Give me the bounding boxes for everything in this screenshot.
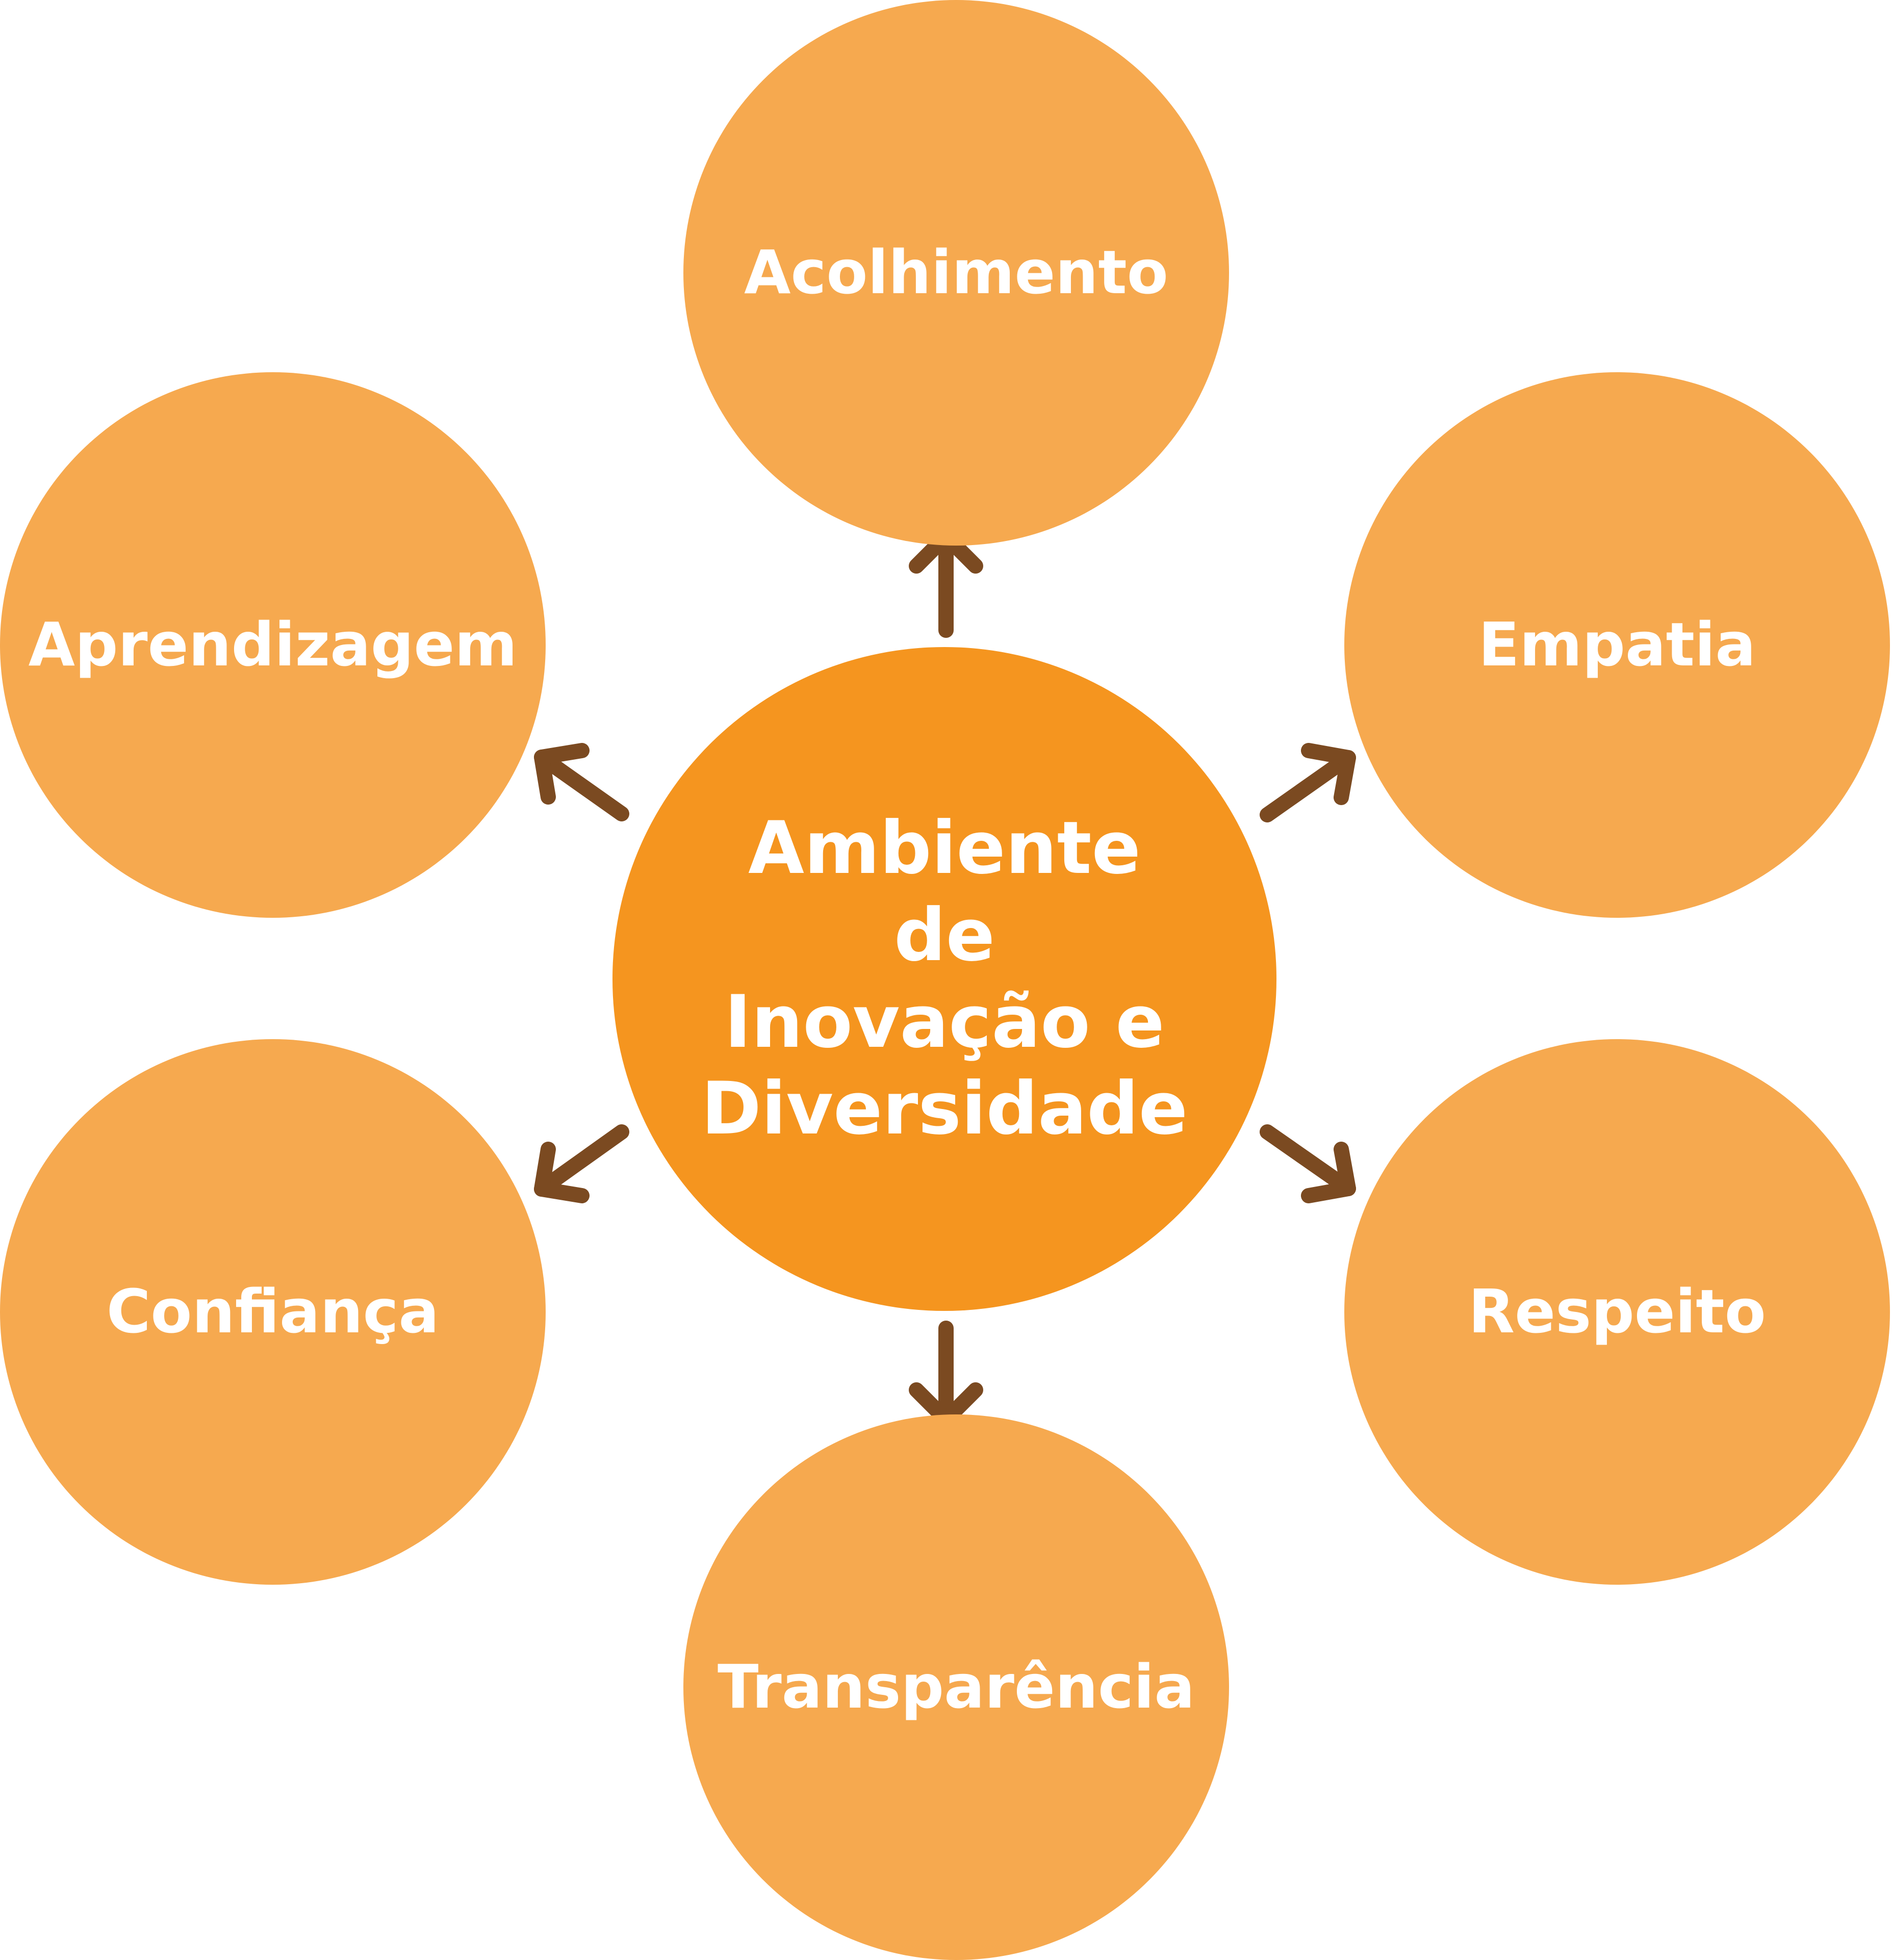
arrow-to-empatia xyxy=(1260,743,1356,822)
node-label: Empatia xyxy=(1478,609,1756,680)
center-node: Ambiente de Inovação e Diversidade xyxy=(612,647,1276,1311)
center-label: Ambiente de Inovação e Diversidade xyxy=(701,806,1188,1151)
node-confianca: Confiança xyxy=(0,1039,546,1585)
arrow-to-acolhimento xyxy=(909,529,983,638)
node-acolhimento: Acolhimento xyxy=(683,0,1229,546)
node-label: Confiança xyxy=(106,1276,440,1347)
arrow-to-transparencia xyxy=(909,1321,983,1427)
node-label: Transparência xyxy=(718,1652,1195,1722)
node-respeito: Respeito xyxy=(1344,1039,1890,1585)
arrow-to-aprendizagem xyxy=(534,743,629,821)
node-transparencia: Transparência xyxy=(683,1414,1229,1960)
node-label: Acolhimento xyxy=(744,237,1168,308)
node-empatia: Empatia xyxy=(1344,372,1890,918)
arrow-to-confianca xyxy=(534,1124,629,1203)
node-label: Respeito xyxy=(1468,1276,1766,1347)
node-label: Aprendizagem xyxy=(28,609,518,680)
arrow-to-respeito xyxy=(1260,1124,1356,1203)
node-aprendizagem: Aprendizagem xyxy=(0,372,546,918)
